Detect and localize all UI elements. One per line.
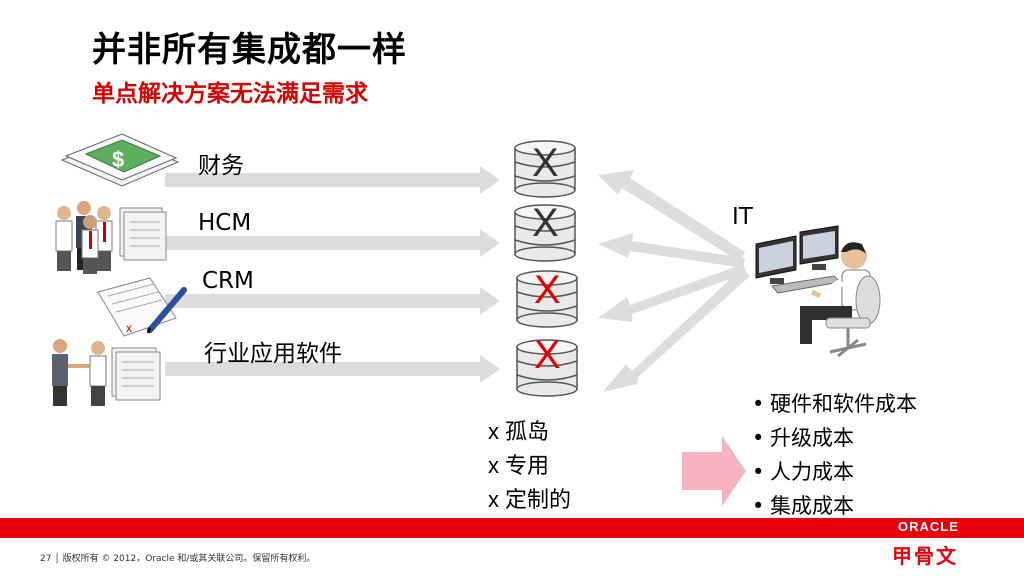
cost-list: •硬件和软件成本 •升级成本 •人力成本 •集成成本 [752,387,917,523]
cost-text: 升级成本 [770,426,854,450]
fan-arrow-3 [598,264,747,322]
source-label-hcm: HCM [198,210,252,236]
page-title: 并非所有集成都一样 [92,30,407,70]
database-1 [514,140,576,198]
oracle-logo: ORACLE [898,519,959,534]
fan-arrow-2 [598,233,745,268]
fan-arrow-1 [598,170,745,262]
handshake-documents-icon [52,339,161,406]
contract-pen-icon: x [97,277,187,337]
arrow-hcm [165,229,500,257]
x-mark-1: X [532,141,559,185]
page-subtitle: 单点解决方案无法满足需求 [92,81,368,107]
note-text: 孤岛 [505,420,550,445]
note-mark: x [488,419,499,444]
bullet-dot: • [752,460,765,484]
x-mark-3: X [534,268,561,312]
fan-arrow-4 [603,268,750,392]
note-text: 专用 [505,454,550,479]
bullet-dot: • [752,392,765,416]
svg-text:x: x [126,321,132,335]
note-mark: x [488,487,499,512]
money-document-icon: $ [60,133,180,187]
oracle-cn-logo: 甲骨文 [892,544,958,568]
cost-item: •升级成本 [752,421,917,455]
source-label-finance: 财务 [198,153,244,179]
database-4 [516,339,578,397]
cost-text: 硬件和软件成本 [770,392,917,416]
cost-item: •硬件和软件成本 [752,387,917,421]
bullet-dot: • [752,494,765,518]
source-label-industry: 行业应用软件 [204,341,342,367]
note-mark: x [488,453,499,478]
source-label-crm: CRM [202,268,254,294]
people-documents-icon [55,201,167,274]
arrow-crm [165,287,500,315]
it-worker-icon [755,225,881,358]
database-icons [514,140,578,397]
footer-text: 27 │ 版权所有 © 2012，Oracle 和/或其关联公司。保留所有权利。 [40,554,316,564]
arrow-finance [165,166,500,194]
it-label: IT [732,204,753,230]
database-2 [514,204,576,262]
cost-text: 集成成本 [770,494,854,518]
x-mark-2: X [532,201,559,245]
footer-red-bar [0,518,1024,538]
svg-text:$: $ [112,147,124,172]
database-3 [516,270,578,328]
cost-text: 人力成本 [770,460,854,484]
arrow-industry [165,355,500,383]
note-text: 定制的 [505,488,572,513]
cost-item: •集成成本 [752,489,917,523]
pink-arrow [682,436,746,506]
cost-item: •人力成本 [752,455,917,489]
bullet-dot: • [752,426,765,450]
x-mark-4: X [534,333,561,377]
